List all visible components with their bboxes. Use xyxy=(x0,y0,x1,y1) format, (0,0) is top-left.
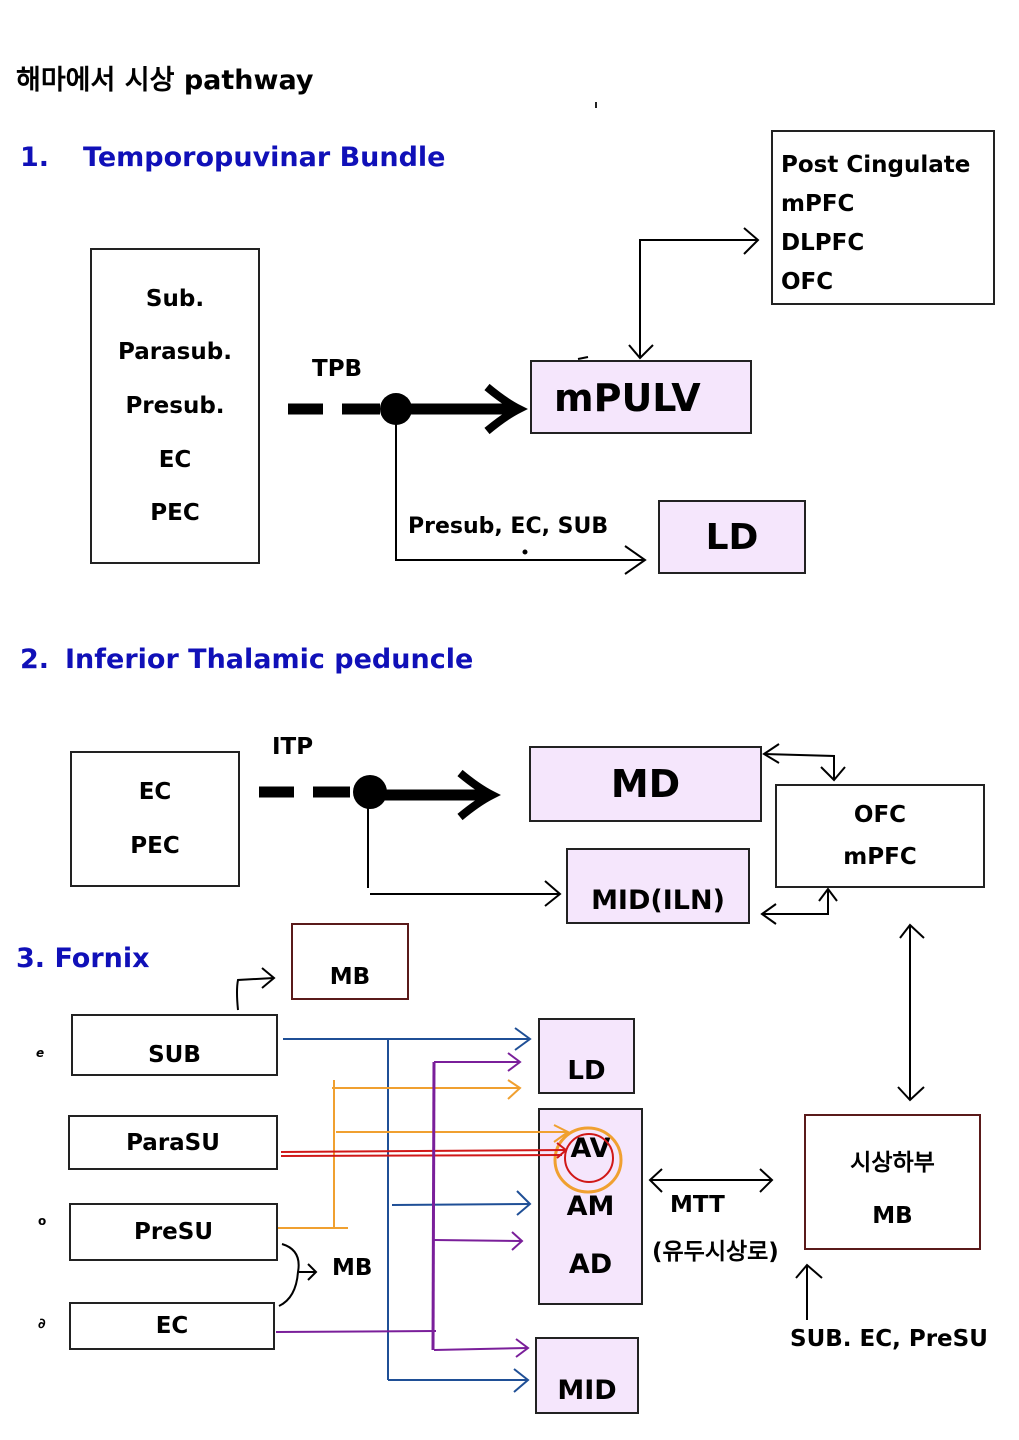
source-pec: PEC xyxy=(150,500,200,527)
md-label: MD xyxy=(610,762,681,806)
section2-source-box: EC PEC xyxy=(70,751,240,887)
tpb-branch-to-ld xyxy=(395,420,647,575)
presu-box: PreSU xyxy=(69,1203,278,1261)
mpfc-label: mPFC xyxy=(843,844,917,870)
hypothalamus-input-label: SUB. EC, PreSU xyxy=(790,1326,988,1352)
av-label: AV xyxy=(570,1133,611,1165)
target-mpfc: mPFC xyxy=(781,191,855,217)
mb-box-top: MB xyxy=(291,923,409,1000)
hypothalamus-box: 시상하부 MB xyxy=(804,1114,981,1250)
mid-iln-box: MID(ILN) xyxy=(566,848,750,924)
sub-projection-lines xyxy=(283,1027,532,1393)
tpb-label: TPB xyxy=(312,356,363,382)
parasu-label: ParaSU xyxy=(126,1129,220,1156)
ec-label: EC xyxy=(155,1313,189,1339)
hypothalamus-mb-label: MB xyxy=(872,1203,913,1229)
ld-label: LD xyxy=(705,516,759,558)
mb-top-label: MB xyxy=(329,964,371,990)
mpulv-cortex-bidirectional-arrow xyxy=(577,227,760,360)
md-box: MD xyxy=(529,746,762,822)
ld-label: LD xyxy=(567,1056,606,1086)
mpulv-label: mPULV xyxy=(554,376,701,420)
tpb-junction-dot xyxy=(380,393,412,425)
sub-label: SUB xyxy=(148,1042,201,1068)
sub-box: SUB xyxy=(71,1014,278,1076)
source-ec: EC xyxy=(138,779,172,805)
mpulv-box: mPULV xyxy=(530,360,752,434)
ofc-mpfc-box: OFC mPFC xyxy=(775,784,985,888)
mid-ofc-arrow xyxy=(760,887,838,925)
anterior-nuclei-box: AV AM AD xyxy=(538,1108,643,1305)
source-pec: PEC xyxy=(130,833,180,859)
target-ofc: OFC xyxy=(781,269,834,295)
ofc-hypothalamus-bidirectional-arrow xyxy=(897,923,925,1102)
hypothalamus-label: 시상하부 xyxy=(850,1150,935,1176)
source-presub: Presub. xyxy=(125,392,225,419)
mb-side-label: MB xyxy=(332,1255,373,1281)
hypothalamus-input-arrow xyxy=(795,1263,823,1320)
itp-junction-dot xyxy=(353,775,387,809)
source-parasub: Parasub. xyxy=(118,339,232,366)
presu-label: PreSU xyxy=(133,1219,214,1245)
section1-number: 1. xyxy=(20,142,50,173)
itp-tract xyxy=(259,769,501,821)
presu-ec-to-mb-brace xyxy=(278,1243,318,1307)
ld-box-section3: LD xyxy=(538,1018,635,1094)
ec-box: EC xyxy=(69,1302,275,1350)
tpb-tract xyxy=(288,383,528,435)
section2-number: 2. xyxy=(20,644,50,675)
target-post-cingulate: Post Cingulate xyxy=(781,152,971,178)
ofc-label: OFC xyxy=(853,802,907,828)
section1-heading: Temporopuvinar Bundle xyxy=(83,142,446,173)
section1-source-box: Sub. Parasub. Presub. EC PEC xyxy=(90,248,260,564)
mid-label: MID xyxy=(557,1375,617,1406)
tpb-arrowhead xyxy=(484,383,528,435)
sub-to-mb-arrow xyxy=(236,967,276,1011)
page-title: 해마에서 시상 pathway xyxy=(16,65,314,96)
am-label: AM xyxy=(566,1190,615,1222)
mid-box: MID xyxy=(535,1337,639,1414)
cortical-targets-box: Post Cingulate mPFC DLPFC OFC xyxy=(771,130,995,305)
section2-heading: Inferior Thalamic peduncle xyxy=(65,644,474,675)
md-ofc-arrow xyxy=(762,743,846,782)
mtt-label: MTT xyxy=(670,1192,725,1218)
source-sub: Sub. xyxy=(145,285,205,312)
source-mark-ec: ∂ xyxy=(38,1316,46,1332)
parasu-box: ParaSU xyxy=(68,1115,278,1170)
ad-label: AD xyxy=(568,1248,613,1280)
source-mark-presu: o xyxy=(38,1214,47,1228)
branch-label: Presub, EC, SUB xyxy=(408,514,609,539)
mid-iln-label: MID(ILN) xyxy=(591,885,725,916)
itp-label: ITP xyxy=(272,734,314,760)
source-ec: EC xyxy=(158,446,192,473)
ec-projection-lines xyxy=(275,1052,530,1358)
section3-heading: 3. Fornix xyxy=(16,943,150,974)
mtt-korean-label: (유두시상로) xyxy=(652,1239,779,1265)
source-mark-sub: e xyxy=(36,1046,45,1060)
mtt-bidirectional-arrow xyxy=(648,1168,774,1193)
stray-mark xyxy=(595,102,597,108)
ld-box-section1: LD xyxy=(658,500,806,574)
target-dlpfc: DLPFC xyxy=(781,230,865,256)
itp-arrowhead xyxy=(457,769,501,821)
